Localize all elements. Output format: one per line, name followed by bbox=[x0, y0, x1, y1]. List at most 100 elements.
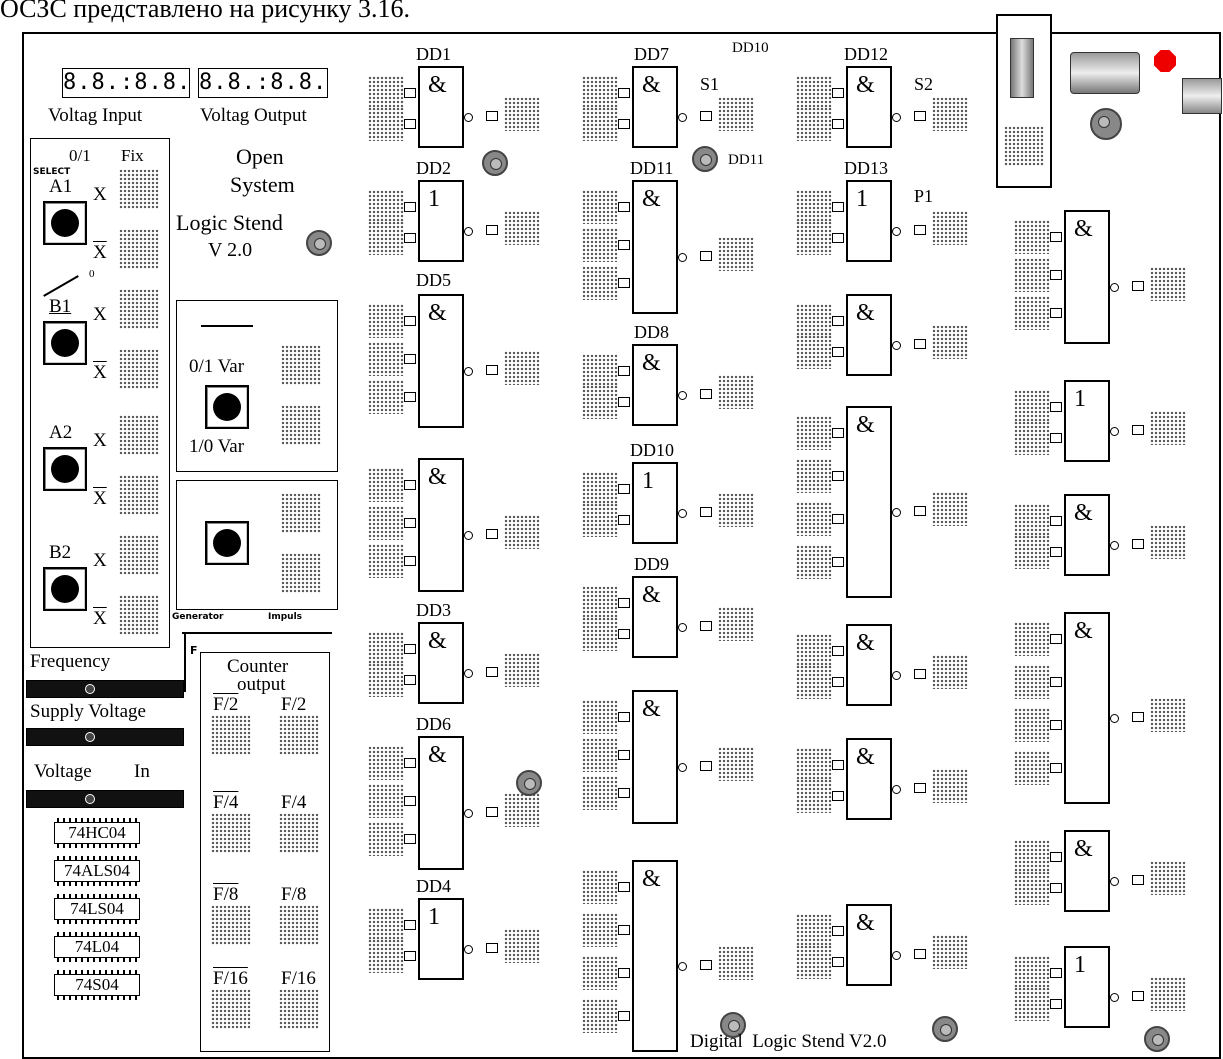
counter-f16-pins[interactable] bbox=[279, 989, 319, 1029]
generator-neg-pins[interactable] bbox=[281, 553, 321, 593]
input-pin-grid[interactable] bbox=[1014, 258, 1050, 292]
input-pin-grid[interactable] bbox=[1014, 956, 1050, 990]
input-pin-grid[interactable] bbox=[582, 870, 618, 904]
gate-col2-and-7[interactable]: & bbox=[632, 860, 678, 1052]
input-pin-grid[interactable] bbox=[368, 746, 404, 780]
gate-dd9[interactable]: & bbox=[632, 576, 678, 658]
counter-f4-pins[interactable] bbox=[279, 813, 319, 853]
output-pin[interactable] bbox=[914, 669, 926, 679]
connector-plug-icon[interactable] bbox=[996, 14, 1052, 188]
input-pin-grid[interactable] bbox=[582, 266, 618, 300]
output-pin-grid[interactable] bbox=[504, 211, 540, 245]
knob-top-right[interactable] bbox=[1090, 108, 1122, 140]
gate-dd11[interactable]: & bbox=[632, 180, 678, 314]
input-pin-grid[interactable] bbox=[796, 945, 832, 979]
input-pin[interactable] bbox=[832, 88, 844, 98]
gate-dd10[interactable]: 1 bbox=[632, 462, 678, 544]
output-pin[interactable] bbox=[1132, 539, 1144, 549]
gate-dd12[interactable]: & bbox=[846, 66, 892, 148]
input-pin[interactable] bbox=[832, 791, 844, 801]
input-pin[interactable] bbox=[832, 347, 844, 357]
knob-6[interactable] bbox=[1144, 1026, 1170, 1052]
input-pin-grid[interactable] bbox=[796, 190, 832, 224]
input-pin[interactable] bbox=[618, 202, 630, 212]
input-pin-grid[interactable] bbox=[582, 956, 618, 990]
output-pin[interactable] bbox=[700, 111, 712, 121]
input-pin-grid[interactable] bbox=[1014, 220, 1050, 254]
output-pin-grid[interactable] bbox=[932, 325, 968, 359]
input-pin-grid[interactable] bbox=[796, 304, 832, 338]
var-button[interactable] bbox=[205, 385, 249, 429]
power-plug-icon[interactable] bbox=[1070, 52, 1140, 94]
gate-col4-or-6[interactable]: 1 bbox=[1064, 946, 1110, 1028]
input-pin[interactable] bbox=[404, 920, 416, 930]
input-pin[interactable] bbox=[404, 392, 416, 402]
output-pin[interactable] bbox=[700, 621, 712, 631]
input-pin-grid[interactable] bbox=[368, 908, 404, 942]
b1-xbar-pins[interactable] bbox=[119, 349, 159, 389]
gate-dd4[interactable]: 1 bbox=[418, 898, 464, 980]
output-pin[interactable] bbox=[1132, 991, 1144, 1001]
a1-x-pins[interactable] bbox=[119, 169, 159, 209]
gate-col4-and-5[interactable]: & bbox=[1064, 830, 1110, 912]
output-pin-grid[interactable] bbox=[504, 653, 540, 687]
input-pin-grid[interactable] bbox=[582, 354, 618, 388]
input-pin-grid[interactable] bbox=[582, 738, 618, 772]
input-pin[interactable] bbox=[1050, 433, 1062, 443]
input-pin[interactable] bbox=[618, 484, 630, 494]
a2-xbar-pins[interactable] bbox=[119, 475, 159, 515]
input-pin[interactable] bbox=[618, 240, 630, 250]
input-pin-grid[interactable] bbox=[796, 335, 832, 369]
input-pin[interactable] bbox=[832, 760, 844, 770]
input-pin[interactable] bbox=[404, 233, 416, 243]
input-pin-grid[interactable] bbox=[1014, 665, 1050, 699]
input-pin-grid[interactable] bbox=[796, 107, 832, 141]
input-pin[interactable] bbox=[832, 677, 844, 687]
input-pin-grid[interactable] bbox=[1014, 987, 1050, 1021]
input-pin-grid[interactable] bbox=[1014, 871, 1050, 905]
supply-voltage-slider-thumb[interactable] bbox=[85, 732, 95, 742]
output-pin[interactable] bbox=[700, 960, 712, 970]
input-pin-grid[interactable] bbox=[1014, 535, 1050, 569]
input-pin[interactable] bbox=[618, 397, 630, 407]
output-pin-grid[interactable] bbox=[504, 97, 540, 131]
input-pin[interactable] bbox=[832, 119, 844, 129]
input-pin[interactable] bbox=[618, 788, 630, 798]
input-pin-grid[interactable] bbox=[368, 221, 404, 255]
generator-button[interactable] bbox=[205, 521, 249, 565]
input-pin[interactable] bbox=[404, 316, 416, 326]
generator-pos-pins[interactable] bbox=[281, 493, 321, 533]
input-pin[interactable] bbox=[1050, 516, 1062, 526]
input-pin[interactable] bbox=[618, 1011, 630, 1021]
chip-74hc04[interactable]: 74HC04 bbox=[54, 818, 140, 848]
input-pin-grid[interactable] bbox=[368, 107, 404, 141]
output-pin-grid[interactable] bbox=[1150, 861, 1186, 895]
gate-col4-and-3[interactable]: & bbox=[1064, 494, 1110, 576]
input-pin-grid[interactable] bbox=[368, 939, 404, 973]
output-pin-grid[interactable] bbox=[718, 607, 754, 641]
output-pin-grid[interactable] bbox=[932, 492, 968, 526]
gate-col3-and-6[interactable]: & bbox=[846, 738, 892, 820]
input-pin[interactable] bbox=[832, 957, 844, 967]
input-pin[interactable] bbox=[404, 202, 416, 212]
input-pin-grid[interactable] bbox=[1014, 708, 1050, 742]
input-pin[interactable] bbox=[404, 951, 416, 961]
output-pin-grid[interactable] bbox=[1150, 411, 1186, 445]
output-pin[interactable] bbox=[486, 111, 498, 121]
input-pin[interactable] bbox=[618, 968, 630, 978]
a1-button[interactable] bbox=[43, 201, 87, 245]
output-pin-grid[interactable] bbox=[718, 97, 754, 131]
output-pin[interactable] bbox=[1132, 281, 1144, 291]
input-pin[interactable] bbox=[832, 926, 844, 936]
gate-col4-and-1[interactable]: & bbox=[1064, 210, 1110, 344]
output-pin-grid[interactable] bbox=[932, 211, 968, 245]
output-pin[interactable] bbox=[486, 943, 498, 953]
a2-button[interactable] bbox=[43, 447, 87, 491]
input-pin[interactable] bbox=[832, 557, 844, 567]
output-pin-grid[interactable] bbox=[932, 935, 968, 969]
output-pin[interactable] bbox=[486, 807, 498, 817]
input-pin-grid[interactable] bbox=[1014, 751, 1050, 785]
input-pin-grid[interactable] bbox=[796, 76, 832, 110]
counter-f4-bar-pins[interactable] bbox=[211, 813, 251, 853]
output-pin[interactable] bbox=[914, 225, 926, 235]
